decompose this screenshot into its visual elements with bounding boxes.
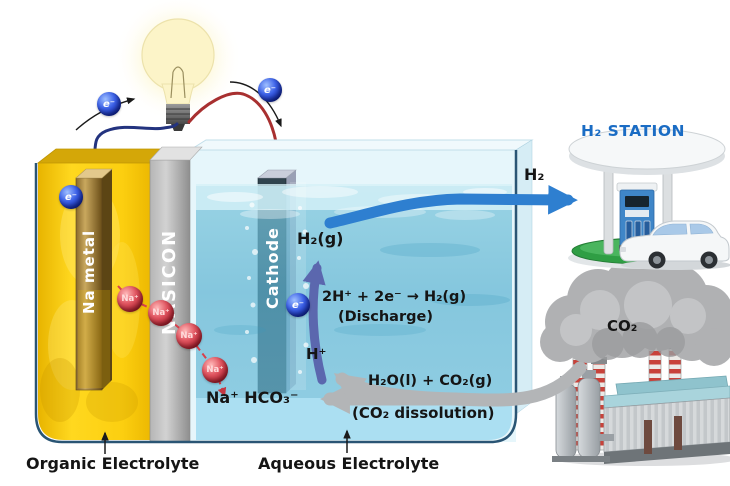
car-icon <box>619 220 730 270</box>
sodium-ion-icon: Na⁺ <box>202 357 228 383</box>
light-bulb-icon <box>114 0 242 131</box>
sodium-ion-icon: Na⁺ <box>148 300 174 326</box>
h2-output-arrow <box>324 184 578 229</box>
electron-icon: e⁻ <box>97 92 121 116</box>
sodium-ion-icon: Na⁺ <box>176 323 202 349</box>
sodium-ion-label: Na⁺ <box>121 294 139 304</box>
na-metal-label: Na metal <box>80 229 98 315</box>
sodium-ion-label: Na⁺ <box>152 308 170 318</box>
dissolution-caption: (CO₂ dissolution) <box>352 404 495 422</box>
cathode-label: Cathode <box>263 227 282 309</box>
co2-cloud-label: CO₂ <box>607 317 638 335</box>
co2-dissolution-arrows <box>320 361 587 414</box>
h2-gas-label: H₂(g) <box>297 229 344 248</box>
discharge-arrow <box>302 260 327 385</box>
h2-station-icon <box>568 128 730 270</box>
sodium-ion-label: Na⁺ <box>180 331 198 341</box>
electron-label: e⁻ <box>64 191 78 203</box>
discharge-caption: (Discharge) <box>338 309 433 325</box>
electron-icon: e⁻ <box>59 185 83 209</box>
electron-icon: e⁻ <box>258 78 282 102</box>
electron-label: e⁻ <box>102 98 116 110</box>
discharge-equation: 2H⁺ + 2e⁻ → H₂(g) <box>322 289 467 305</box>
bicarbonate-label: Na⁺ HCO₃⁻ <box>206 388 299 407</box>
sodium-ion-icon: Na⁺ <box>117 286 143 312</box>
electron-label: e⁻ <box>291 299 305 311</box>
wire-blue <box>90 122 179 174</box>
organic-electrolyte-label: Organic Electrolyte <box>26 454 200 473</box>
dissolution-equation: H₂O(l) + CO₂(g) <box>368 373 493 389</box>
electron-icon: e⁻ <box>286 293 310 317</box>
electron-label: e⁻ <box>263 84 277 96</box>
co2-cloud-icon <box>540 257 730 366</box>
h2-arrow-label: H₂ <box>524 165 545 184</box>
proton-label: H⁺ <box>306 345 327 363</box>
sodium-ion-label: Na⁺ <box>206 365 224 375</box>
h2-station-sign: H₂ STATION <box>581 122 685 140</box>
nasicon-label: NASICON <box>159 228 180 336</box>
aqueous-electrolyte-label: Aqueous Electrolyte <box>258 454 440 473</box>
na-metal-electrode <box>75 168 113 391</box>
gas-bubbles <box>245 202 309 374</box>
